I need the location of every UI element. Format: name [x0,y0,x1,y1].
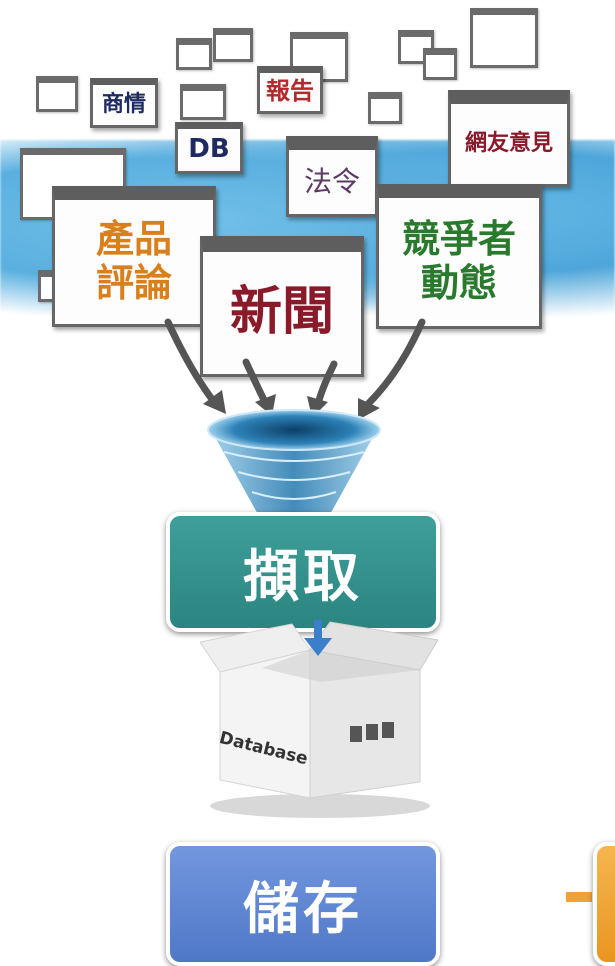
next-step-card [593,842,615,966]
next-step-arrow-icon [566,892,592,902]
store-button[interactable]: 儲存 [166,842,440,966]
source-report: 報告 [257,66,323,114]
capture-button[interactable]: 擷取 [166,512,440,632]
source-competitor-activity: 競爭者 動態 [376,184,542,329]
source-netizen-opinion: 網友意見 [448,90,570,187]
competitor-line2: 動態 [420,261,497,305]
competitor-line1: 競爭者 [401,217,516,262]
source-law: 法令 [286,136,378,217]
source-news: 新聞 [200,236,364,377]
capture-label: 擷取 [243,544,363,610]
funnel-icon [207,409,381,522]
window-frame [213,28,253,62]
store-label: 儲存 [243,876,363,942]
window-frame [36,76,78,112]
source-db: DB [175,122,243,174]
window-frame [423,48,457,80]
window-frame [180,84,226,120]
database-box-icon [200,620,439,818]
netizen-opinion-label: 網友意見 [464,131,553,157]
window-frame [176,38,212,70]
window-frame [470,8,538,68]
db-label: DB [188,134,230,165]
product-review-line2: 評論 [95,261,172,305]
product-review-line1: 產品 [95,217,172,262]
report-label: 報告 [266,77,314,106]
window-frame [368,92,402,124]
source-business-info: 商情 [90,78,158,128]
law-label: 法令 [303,164,360,198]
news-label: 新聞 [229,282,334,343]
business-info-label: 商情 [101,92,146,118]
